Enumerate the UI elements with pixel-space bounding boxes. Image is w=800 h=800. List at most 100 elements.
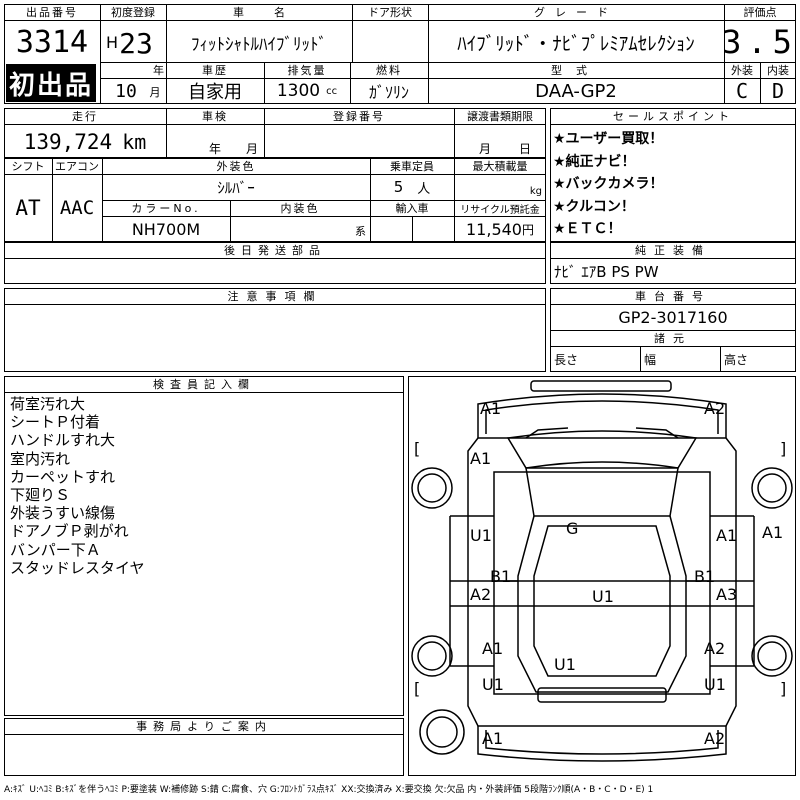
model-code: DAA-GP2 xyxy=(535,80,617,102)
sales-points-label: セールスポイント xyxy=(613,110,733,123)
mileage-row xyxy=(4,108,546,158)
displacement-unit: cc xyxy=(326,85,338,97)
registration-year: 23 xyxy=(119,26,153,60)
damage-rear-center: U1 xyxy=(554,655,576,674)
height-label: 高さ xyxy=(724,352,749,367)
inspector-note: 室内汚れ xyxy=(10,449,71,468)
inspection-label: 車検 xyxy=(202,110,228,123)
interior-color-unit: 系 xyxy=(355,225,366,238)
inspection-year-unit: 年 xyxy=(208,141,221,156)
sales-point: ★クルコン！ xyxy=(553,198,635,215)
max-load-unit: kg xyxy=(529,185,542,197)
length-label: 長さ xyxy=(554,352,579,367)
aircon-label: エアコン xyxy=(55,160,99,173)
door-type xyxy=(352,22,428,60)
interior-label: 内装 xyxy=(767,64,789,77)
later-parts-block xyxy=(4,242,546,284)
first-listing-badge: 初出品 xyxy=(6,64,96,102)
damage-right-rear-lower: U1 xyxy=(704,675,726,694)
svg-text:]: ] xyxy=(780,679,786,698)
fuel-label: 燃料 xyxy=(376,64,402,77)
recycle-label: リサイクル預託金 xyxy=(460,204,540,216)
inspector-note: シートＰ付着 xyxy=(10,413,101,432)
capacity: 5 xyxy=(393,178,404,196)
car-name-label: 車名 xyxy=(233,6,315,19)
interior-color-label: 内装色 xyxy=(280,202,320,215)
oem-equipment: ﾅﾋﾞ ｴｱB PS PW xyxy=(554,262,659,281)
color-number: NH700M xyxy=(131,219,201,239)
import-label: 輸入車 xyxy=(395,202,429,215)
damage-front-left: A1 xyxy=(480,399,501,418)
damage-left-front-door: U1 xyxy=(470,526,492,545)
grade: ﾊｲﾌﾞﾘｯﾄﾞ・ﾅﾋﾞﾌﾟﾚﾐｱﾑｾﾚｸｼｮﾝ xyxy=(457,32,695,55)
svg-text:[: [ xyxy=(414,679,420,698)
displacement-label: 排気量 xyxy=(287,64,327,77)
inspector-note: 外装うすい線傷 xyxy=(10,504,116,523)
notes-block xyxy=(4,288,546,372)
damage-left-quarter: A1 xyxy=(482,639,503,658)
exterior-label: 外装 xyxy=(731,64,753,77)
grade-label: グレード xyxy=(534,6,618,19)
damage-left-rear-door: A2 xyxy=(470,585,491,604)
car-diagram xyxy=(408,376,796,776)
month-unit: 月 xyxy=(149,86,161,99)
damage-right-fender: A1 xyxy=(762,523,783,542)
recycle-fee: 11,540 xyxy=(466,219,522,239)
era: H xyxy=(105,32,119,52)
sales-point: ★バックカメラ！ xyxy=(553,176,664,192)
dimensions-label: 諸元 xyxy=(654,332,692,345)
capacity-unit: 人 xyxy=(417,181,431,197)
sales-points-list: ★ユーザー買取！ ★純正ナビ！ ★バックカメラ！ ★クルコン！ ★ＥＴＣ！ xyxy=(553,128,793,241)
sales-point: ★純正ナビ！ xyxy=(553,153,636,170)
legend: A:ｷｽﾞ U:ﾍｺﾐ B:ｷｽﾞを伴うﾍｺﾐ P:要塗装 W:補修跡 S:錆 … xyxy=(4,784,654,795)
notes-label: 注意事項欄 xyxy=(227,290,323,303)
inspector-notes: 荷室汚れ大 シートＰ付着 ハンドルすれ大 室内汚れ カーペットすれ 下廻りＳ 外… xyxy=(10,395,400,577)
inspector-note: ハンドルすれ大 xyxy=(10,431,116,450)
office-block xyxy=(4,718,404,776)
svg-text:]: ] xyxy=(780,439,786,458)
damage-rear-left: A1 xyxy=(482,729,503,748)
width-label: 幅 xyxy=(644,352,657,367)
inspector-note: バンパー下Ａ xyxy=(10,540,101,559)
damage-left-fender: A1 xyxy=(470,449,491,468)
damage-right-rear-door: A3 xyxy=(716,585,737,604)
later-parts-label: 後日発送部品 xyxy=(224,244,326,257)
mileage-unit: km xyxy=(122,130,147,154)
inspector-note: ドアノブＰ剥がれ xyxy=(10,522,129,541)
interior-grade: D xyxy=(771,80,785,102)
svg-text:[: [ xyxy=(414,439,420,458)
mileage: 139,724 xyxy=(23,130,113,154)
shift-label: シフト xyxy=(11,160,45,173)
transfer-month-unit: 月 xyxy=(478,141,491,156)
damage-roof-center: U1 xyxy=(592,587,614,606)
history-label: 車歴 xyxy=(202,64,228,77)
damage-left-rear-lower: U1 xyxy=(482,675,504,694)
model-label: 型式 xyxy=(551,64,601,77)
oem-equipment-label: 純正装備 xyxy=(635,244,711,257)
sales-points-block xyxy=(550,108,796,242)
lot-number: 3314 xyxy=(15,24,89,60)
lot-number-label: 出品番号 xyxy=(26,6,78,19)
chassis-number: GP2-3017160 xyxy=(618,307,728,327)
car-diagram-svg: [] [] A1 A2 A1 U1 A1 A1 G B1 B1 A2 U1 A3… xyxy=(411,380,793,762)
damage-right-sill: B1 xyxy=(694,567,715,586)
displacement: 1300 xyxy=(276,81,321,101)
exterior-grade: C xyxy=(735,80,749,102)
first-registration-label: 初度登録 xyxy=(111,6,155,19)
registration-month: 10 xyxy=(115,80,137,102)
inspector-note: スタッドレスタイヤ xyxy=(10,558,145,577)
registration-number-label: 登録番号 xyxy=(333,110,385,123)
header-block xyxy=(4,4,796,104)
transfer-deadline-label: 譲渡書類期限 xyxy=(467,110,533,123)
transfer-day-unit: 日 xyxy=(518,141,531,156)
mileage-label: 走行 xyxy=(72,110,98,123)
damage-rear-right: A2 xyxy=(704,729,725,748)
oem-equipment-block xyxy=(550,242,796,284)
overall-score: 3.5 xyxy=(724,23,796,61)
damage-windshield: G xyxy=(566,519,578,538)
exterior-color-label: 外装色 xyxy=(216,160,256,173)
inspector-note: 下廻りＳ xyxy=(10,485,71,504)
car-name: ﾌｨｯﾄｼｬﾄﾙﾊｲﾌﾞﾘｯﾄﾞ xyxy=(191,34,327,55)
max-load-label: 最大積載量 xyxy=(472,160,528,173)
recycle-unit: 円 xyxy=(521,222,534,237)
